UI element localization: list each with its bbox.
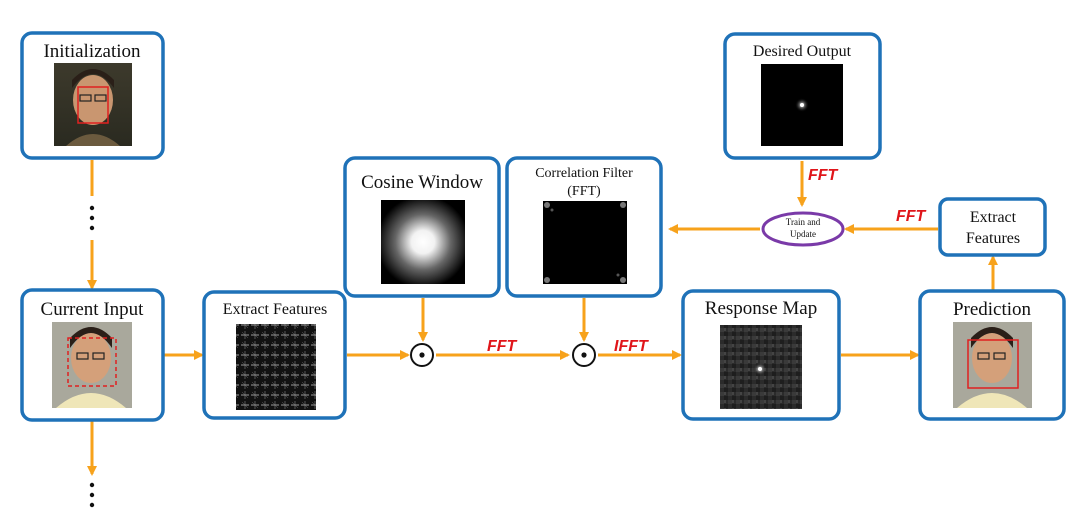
face-image-current-input xyxy=(52,322,132,408)
initialization-label: Initialization xyxy=(43,41,141,62)
response-map-label: Response Map xyxy=(705,298,817,319)
ifft-label-main: IFFT xyxy=(614,338,649,355)
fft-label-side: FFT xyxy=(896,208,927,225)
node-cosine-window: Cosine Window xyxy=(343,156,501,298)
extract-features-side-label-line1: Extract xyxy=(970,209,1017,226)
node-desired-output: Desired Output xyxy=(723,32,882,160)
node-initialization: Initialization xyxy=(20,31,165,160)
arrows xyxy=(87,160,998,476)
train-update-label-line2: Update xyxy=(790,229,816,239)
node-current-input: Current Input xyxy=(20,288,165,422)
extract-features-side-label-line2: Features xyxy=(966,230,1020,247)
node-correlation-filter: Correlation Filter (FFT) xyxy=(505,156,663,298)
face-image-initialization xyxy=(54,63,132,146)
current-input-label: Current Input xyxy=(41,299,145,320)
prediction-label: Prediction xyxy=(953,299,1032,320)
node-extract-features-main: Extract Features xyxy=(202,290,347,420)
face-image-prediction xyxy=(953,322,1032,408)
response-map-image xyxy=(720,325,802,409)
correlation-filter-label-line1: Correlation Filter xyxy=(535,166,633,181)
fft-label-main: FFT xyxy=(487,338,518,355)
fft-label-desired: FFT xyxy=(808,167,839,184)
cosine-window-label: Cosine Window xyxy=(361,172,483,193)
correlation-filter-image xyxy=(543,201,627,284)
elementwise-multiply-operator-1 xyxy=(410,343,434,367)
correlation-filter-label-line2: (FFT) xyxy=(567,184,601,199)
train-update-label-line1: Train and xyxy=(786,217,821,227)
ellipsis-bottom xyxy=(89,482,95,508)
cosine-window-image xyxy=(381,200,465,284)
desired-output-label: Desired Output xyxy=(753,43,852,60)
node-extract-features-side: Extract Features xyxy=(938,197,1047,257)
node-response-map: Response Map xyxy=(681,289,841,421)
node-train-update: Train and Update xyxy=(761,211,845,247)
ellipsis-top xyxy=(89,205,95,231)
elementwise-multiply-operator-2 xyxy=(572,343,596,367)
extract-features-main-label: Extract Features xyxy=(223,301,327,318)
node-prediction: Prediction xyxy=(918,289,1066,421)
hog-features-image xyxy=(236,324,316,410)
desired-output-image xyxy=(761,64,843,146)
